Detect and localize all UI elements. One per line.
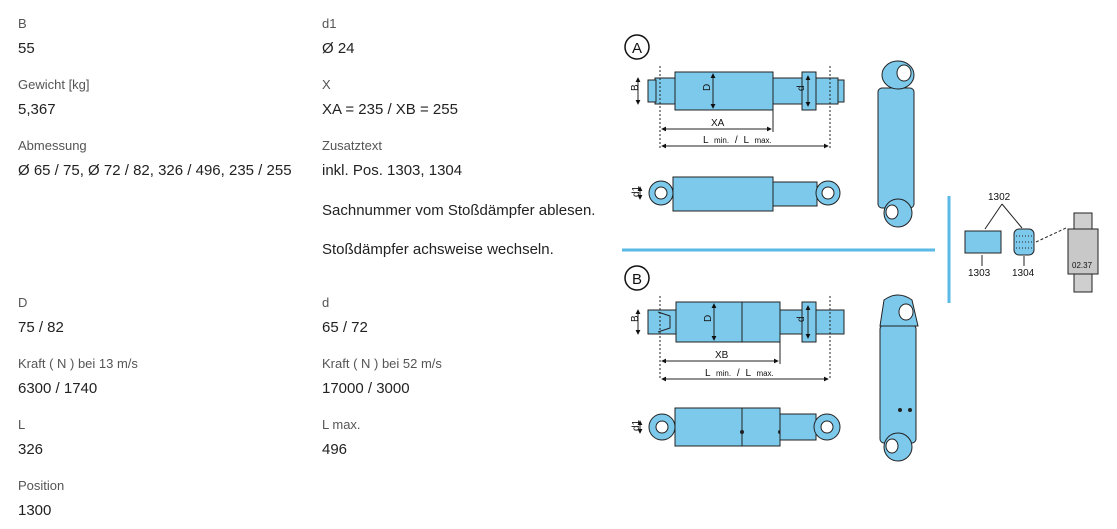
spec-value: inkl. Pos. 1303, 1304 (322, 162, 463, 179)
spec-value: 6300 / 1740 (18, 380, 98, 397)
dim-xa: XA (711, 118, 725, 129)
variant-b-side-view (637, 407, 841, 447)
spec-zusatztext: Zusatztext inkl. Pos. 1303, 1304 (322, 138, 462, 180)
variant-a-top-view (635, 66, 845, 149)
spec-position: Position 1300 (18, 478, 64, 520)
dim-d1-b: d1 (631, 419, 642, 431)
spec-label: Zusatztext (322, 138, 382, 153)
spec-l-max: L max. 496 (322, 417, 361, 459)
spec-label: Kraft ( N ) bei 13 m/s (18, 356, 138, 371)
part-1304: 1304 (1012, 268, 1035, 279)
spec-l: L 326 (18, 417, 43, 459)
spec-value: XA = 235 / XB = 255 (322, 101, 458, 118)
dim-d-b: d (796, 316, 807, 322)
spec-label: Kraft ( N ) bei 52 m/s (322, 356, 442, 371)
dim-b-a: B (630, 84, 641, 91)
svg-text:A: A (632, 40, 642, 57)
spec-value: 75 / 82 (18, 319, 64, 336)
spec-label: d (322, 295, 330, 310)
part-1303: 1303 (968, 268, 991, 279)
spec-label: Abmessung (18, 138, 87, 153)
note-sachnummer: Sachnummer vom Stoßdämpfer ablesen. (322, 202, 596, 219)
variant-a-side-view (637, 176, 841, 212)
spec-value: 1300 (18, 502, 52, 519)
spec-d-inner: d 65 / 72 (322, 295, 368, 337)
spec-kraft-52: Kraft ( N ) bei 52 m/s 17000 / 3000 (322, 356, 442, 398)
part-code: 02.37 (1072, 261, 1093, 270)
spec-label: Gewicht [kg] (18, 77, 90, 92)
dim-d1-a: d1 (631, 185, 642, 197)
parts-detail (964, 203, 1099, 293)
spec-d-outer: D 75 / 82 (18, 295, 64, 337)
spec-label: B (18, 16, 27, 31)
dim-xb: XB (715, 350, 729, 361)
spec-b: B 55 (18, 16, 35, 58)
dim-d-a: d (796, 85, 807, 91)
spec-kraft-13: Kraft ( N ) bei 13 m/s 6300 / 1740 (18, 356, 138, 398)
variant-a-perspective (877, 60, 915, 228)
spec-value: Ø 65 / 75, Ø 72 / 82, 326 / 496, 235 / 2… (18, 162, 292, 179)
dim-l-a: L min. / L max. (703, 135, 772, 146)
spec-x: X XA = 235 / XB = 255 (322, 77, 458, 119)
spec-label: D (18, 295, 28, 310)
dim-D-a: D (702, 84, 713, 91)
spec-value: 5,367 (18, 101, 56, 118)
variant-b-label: B (624, 265, 650, 291)
spec-label: L (18, 417, 26, 432)
dim-D-b: D (703, 315, 714, 322)
spec-value: 496 (322, 441, 348, 458)
variant-b-top-view (635, 296, 845, 382)
spec-label: X (322, 77, 331, 92)
spec-gewicht: Gewicht [kg] 5,367 (18, 77, 90, 119)
spec-d1: d1 Ø 24 (322, 16, 355, 58)
variant-a-label: A (624, 34, 650, 60)
svg-text:B: B (632, 271, 642, 288)
spec-value: 326 (18, 441, 44, 458)
spec-abmessung: Abmessung Ø 65 / 75, Ø 72 / 82, 326 / 49… (18, 138, 292, 180)
spec-label: d1 (322, 16, 337, 31)
variant-b-perspective (879, 294, 919, 462)
dim-l-b: L min. / L max. (705, 368, 774, 379)
dim-b-b: B (630, 315, 641, 322)
spec-value: Ø 24 (322, 40, 355, 57)
spec-value: 17000 / 3000 (322, 380, 410, 397)
spec-value: 65 / 72 (322, 319, 368, 336)
spec-label: Position (18, 478, 65, 493)
part-1302: 1302 (988, 192, 1011, 203)
note-achsweise: Stoßdämpfer achsweise wechseln. (322, 241, 554, 258)
spec-label: L max. (322, 417, 361, 432)
spec-value: 55 (18, 40, 35, 57)
